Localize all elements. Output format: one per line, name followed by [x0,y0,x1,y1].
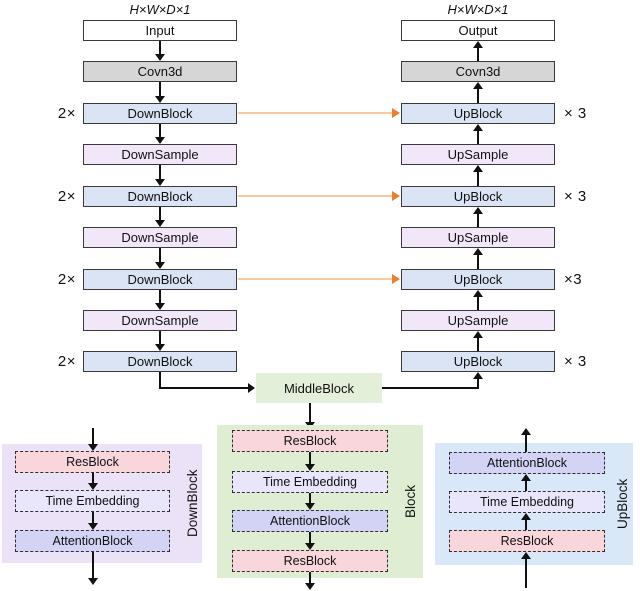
decoder-dims-label: H×W×D×1 [447,2,509,17]
node-downblock-2: DownBlock [83,186,237,207]
downblock-2-multiplier: 2× [57,188,76,205]
block-time-embedding: Time Embedding [232,471,388,493]
node-upblock-4: UpBlock [401,351,555,372]
elbow-line [382,387,478,389]
node-conv3d-encoder: Covn3d [83,61,237,82]
node-upblock-2: UpBlock [401,186,555,207]
node-downblock-3: DownBlock [83,269,237,290]
node-upblock-3: UpBlock [401,269,555,290]
node-middleblock: MiddleBlock [256,373,382,403]
node-downsample-3: DownSample [83,310,237,331]
upblock-panel-title: UpBlock [615,478,630,530]
block-panel-title: Block [403,485,418,519]
upblock-2-multiplier: × 3 [564,188,587,205]
node-upsample-1: UpSample [401,144,555,165]
block-resblock-2: ResBlock [232,550,388,572]
upblock-4-multiplier: × 3 [564,353,587,370]
node-output: Output [401,20,555,41]
middleblock-detail-panel: ResBlock Time Embedding AttentionBlock R… [217,425,423,578]
node-upsample-2: UpSample [401,227,555,248]
downblock-attentionblock: AttentionBlock [15,530,170,552]
node-input: Input [83,20,237,41]
node-conv3d-decoder: Covn3d [401,61,555,82]
downblock-panel-title: DownBlock [185,469,200,538]
upblock-attentionblock: AttentionBlock [449,452,605,474]
downblock-1-multiplier: 2× [57,105,76,122]
encoder-dims-label: H×W×D×1 [129,2,191,17]
upblock-resblock: ResBlock [449,530,605,552]
upblock-time-embedding: Time Embedding [449,491,605,513]
downblock-3-multiplier: 2× [57,271,76,288]
upblock-3-multiplier: ×3 [564,271,583,288]
upblock-1-multiplier: × 3 [564,105,587,122]
node-upblock-1: UpBlock [401,103,555,124]
downblock-time-embedding: Time Embedding [15,490,170,512]
downblock-detail-panel: ResBlock Time Embedding AttentionBlock D… [2,444,202,563]
node-downsample-1: DownSample [83,144,237,165]
node-upsample-3: UpSample [401,310,555,331]
elbow-line [159,372,161,389]
block-resblock-1: ResBlock [232,430,388,452]
node-downblock-1: DownBlock [83,103,237,124]
node-downsample-2: DownSample [83,227,237,248]
node-downblock-4: DownBlock [83,351,237,372]
downblock-resblock: ResBlock [15,451,170,473]
upblock-detail-panel: AttentionBlock Time Embedding ResBlock U… [435,443,633,565]
block-attentionblock: AttentionBlock [232,510,388,532]
downblock-4-multiplier: 2× [57,353,76,370]
